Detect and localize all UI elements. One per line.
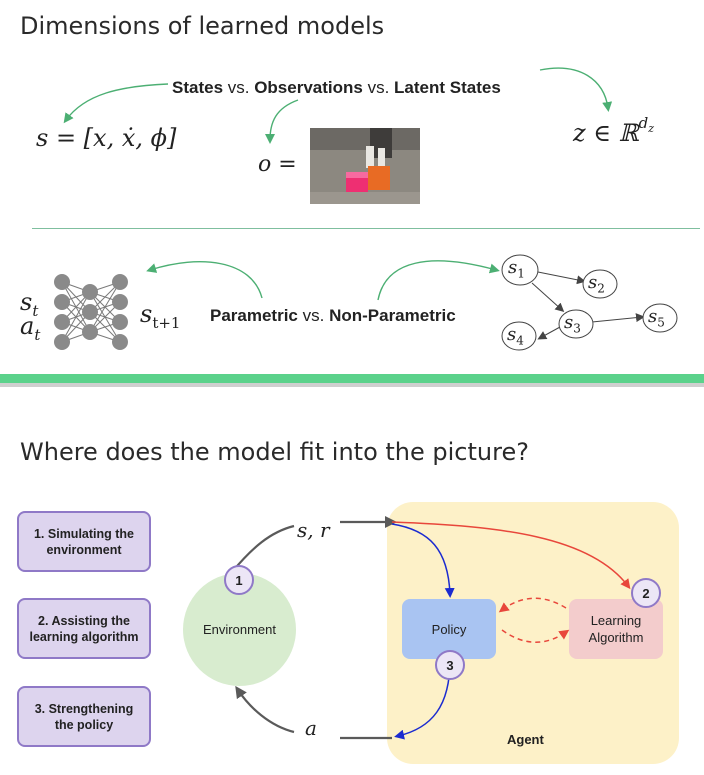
input-s: s <box>20 288 33 316</box>
circle-number-2: 2 <box>631 578 661 608</box>
output-s: s <box>140 300 153 328</box>
node-sub: 2 <box>597 281 605 296</box>
graph-node-s4 <box>501 321 537 351</box>
dashed-learning-to-policy <box>498 597 567 613</box>
nonparametric-label: Non-Parametric <box>329 306 456 325</box>
latent-exponent-d: d <box>638 114 649 132</box>
output-st1: st+1 <box>140 300 180 332</box>
edge-s1-s3 <box>531 282 565 313</box>
latent-states-label: Latent States <box>394 78 501 97</box>
arrow-action <box>235 685 295 734</box>
box-simulating-environment: 1. Simulating the environment <box>17 511 151 572</box>
arrow-to-policy <box>391 523 455 598</box>
node-s: s <box>507 324 517 345</box>
parametric-heading: Parametric vs. Non-Parametric <box>210 306 456 326</box>
edge-s3-s4 <box>537 326 561 340</box>
robot-scene-graphic <box>310 128 420 204</box>
learning-algorithm-node: Learning Algorithm <box>569 599 663 659</box>
node-s: s <box>508 257 518 278</box>
agent-label: Agent <box>507 732 544 747</box>
circle-number-1: 1 <box>224 565 254 595</box>
node-s: s <box>648 306 658 327</box>
observation-equation: o = <box>258 152 297 177</box>
node-label-s3: s3 <box>564 312 581 336</box>
arrow-to-learning <box>391 521 631 590</box>
robot-observation-image <box>310 128 420 204</box>
parametric-label: Parametric <box>210 306 298 325</box>
arrow-to-neural-net <box>146 261 263 299</box>
node-s: s <box>564 312 574 333</box>
node-sub: 1 <box>517 266 525 281</box>
latent-z: z ∈ ℝ <box>573 119 639 147</box>
label-s-r: s, r <box>297 518 330 542</box>
section2-graphics <box>146 254 678 351</box>
input-a-sub: t <box>34 325 41 344</box>
box-assisting-learning: 2. Assisting the learning algorithm <box>17 598 151 659</box>
slide-divider-green <box>0 374 704 383</box>
section-divider-line <box>32 228 700 229</box>
node-sub: 4 <box>516 333 524 348</box>
node-label-s5: s5 <box>648 306 665 330</box>
observations-label: Observations <box>254 78 363 97</box>
arrow-to-graph <box>377 260 500 301</box>
input-s-sub: t <box>32 301 39 320</box>
box-strengthening-policy: 3. Strengthening the policy <box>17 686 151 747</box>
input-a: a <box>20 312 35 340</box>
neural-network-icon <box>54 274 128 350</box>
dashed-policy-to-learning <box>501 629 570 643</box>
vs-text: vs. <box>223 78 255 97</box>
states-observations-heading: States vs. Observations vs. Latent State… <box>172 78 501 98</box>
graph-node-s5 <box>642 303 678 333</box>
arrow-to-observation <box>265 99 299 144</box>
states-label: States <box>172 78 224 97</box>
circle-number-3: 3 <box>435 650 465 680</box>
vs-text: vs. <box>297 306 330 325</box>
input-st: st <box>20 288 38 320</box>
graph-node-s2 <box>582 269 618 299</box>
output-s-sub: t+1 <box>152 313 181 332</box>
node-label-s2: s2 <box>588 272 605 296</box>
policy-node: Policy <box>402 599 496 659</box>
slide-divider-grey <box>0 383 704 387</box>
section3-arrows <box>231 516 631 740</box>
section1-title: Dimensions of learned models <box>20 12 385 40</box>
vs-text: vs. <box>362 78 395 97</box>
edge-s3-s5 <box>591 313 645 323</box>
edge-s1-s2 <box>537 271 586 285</box>
graph-node-s1 <box>501 254 539 286</box>
node-sub: 3 <box>573 321 581 336</box>
state-equation: s = [x, ẋ, ϕ] <box>36 124 177 152</box>
environment-label: Environment <box>203 622 276 637</box>
node-sub: 5 <box>657 315 665 330</box>
arrow-to-state <box>63 83 169 124</box>
arrow-to-latent <box>539 67 613 112</box>
policy-label: Policy <box>431 621 467 637</box>
learning-algorithm-label: Learning Algorithm <box>588 613 644 645</box>
section3-title: Where does the model fit into the pictur… <box>20 438 529 466</box>
node-label-s4: s4 <box>507 324 524 348</box>
section1-arrows <box>63 67 613 144</box>
graph-node-s3 <box>558 309 594 339</box>
node-s: s <box>588 272 598 293</box>
latent-exponent-sub: z <box>648 122 655 135</box>
latent-equation: z ∈ ℝdz <box>573 114 655 147</box>
label-a: a <box>305 716 317 740</box>
node-label-s1: s1 <box>508 257 525 281</box>
input-at: at <box>20 312 40 344</box>
